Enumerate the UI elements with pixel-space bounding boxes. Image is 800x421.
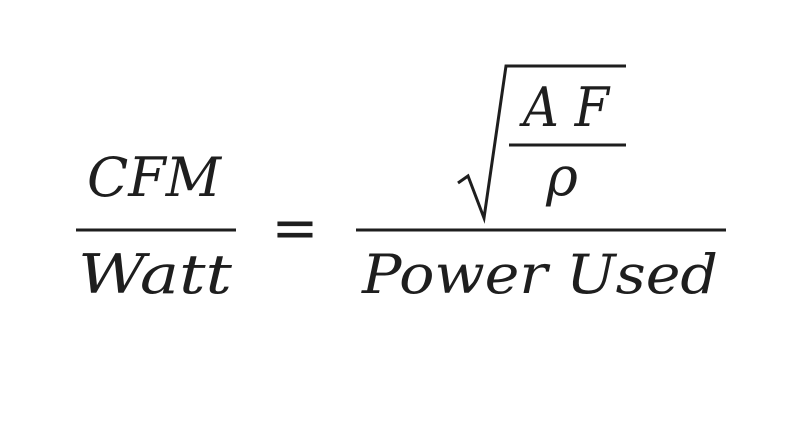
lhs-denominator: Watt xyxy=(78,243,232,306)
radicand-fraction: A F ρ xyxy=(509,76,626,208)
equals-sign: = xyxy=(272,196,319,261)
radicand-numerator: A F xyxy=(518,76,611,139)
radical-sign-icon xyxy=(457,64,626,224)
rhs-fraction: A F ρ Power Used xyxy=(356,64,726,306)
rhs-denominator: Power Used xyxy=(361,243,718,306)
lhs-fraction: CFM Watt xyxy=(76,146,236,306)
radicand-denominator: ρ xyxy=(545,145,578,208)
square-root: A F ρ xyxy=(457,64,626,224)
lhs-numerator: CFM xyxy=(87,146,223,209)
